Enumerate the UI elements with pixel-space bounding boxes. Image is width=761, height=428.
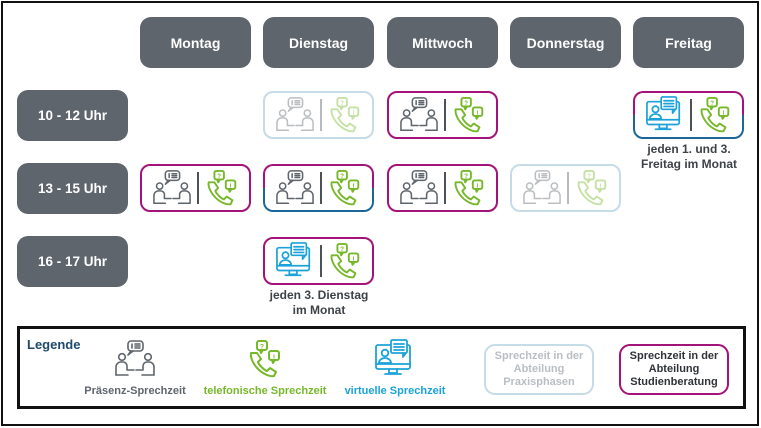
time-label: 10 - 12 Uhr [37, 108, 108, 123]
day-label: Mittwoch [412, 34, 473, 51]
slot-mittwoch-10-12 [387, 91, 498, 139]
time-slot-16-17: 16 - 17 Uhr [17, 236, 128, 287]
time-slot-10-12: 10 - 12 Uhr [17, 90, 128, 141]
phone-icon [696, 96, 734, 134]
legend-praxisphasen: Sprechzeit in der Abteilung Praxisphasen [484, 344, 594, 395]
day-header-freitag: Freitag [633, 17, 744, 68]
praesenz-icon [274, 96, 316, 134]
day-header-dienstag: Dienstag [263, 17, 374, 68]
legend-title: Legende [27, 337, 81, 352]
slot-freitag-10-12 [633, 91, 744, 139]
divider [443, 99, 446, 131]
praesenz-icon [151, 169, 193, 207]
slot-dienstag-13-15 [263, 164, 374, 212]
legend-label: telefonische Sprechzeit [203, 385, 327, 397]
slot-montag-13-15 [140, 164, 251, 212]
note-line: jeden 1. und 3. [647, 142, 731, 156]
legend-virtuell: virtuelle Sprechzeit [335, 339, 455, 397]
phone-icon [203, 169, 241, 207]
virtual-monitor-icon [373, 339, 417, 379]
legend: Legende Präsenz-Sprechzeit telefonische … [17, 326, 746, 409]
phone-icon [450, 96, 488, 134]
divider [319, 99, 322, 131]
slot-donnerstag-13-15 [510, 164, 621, 212]
praesenz-icon [521, 169, 563, 207]
day-label: Dienstag [288, 34, 349, 51]
freitag-note: jeden 1. und 3. Freitag im Monat [633, 142, 745, 172]
day-header-montag: Montag [140, 17, 251, 68]
phone-icon [245, 339, 285, 379]
legend-studienberatung: Sprechzeit in der Abteilung Studienberat… [619, 344, 729, 395]
divider [443, 172, 446, 204]
divider [319, 245, 322, 277]
day-header-mittwoch: Mittwoch [387, 17, 498, 68]
legend-label: Präsenz-Sprechzeit [84, 385, 186, 397]
legend-telefonisch: telefonische Sprechzeit [200, 339, 330, 397]
slot-dienstag-16-17 [263, 237, 374, 285]
divider [566, 172, 569, 204]
time-label: 13 - 15 Uhr [37, 181, 108, 196]
time-slot-13-15: 13 - 15 Uhr [17, 163, 128, 214]
praesenz-icon [274, 169, 316, 207]
praesenz-icon [113, 339, 157, 379]
virtual-monitor-icon [644, 96, 686, 134]
day-label: Montag [170, 34, 221, 51]
note-line: Freitag im Monat [640, 157, 737, 171]
phone-icon [573, 169, 611, 207]
phone-icon [450, 169, 488, 207]
phone-icon [326, 242, 364, 280]
praesenz-icon [398, 96, 440, 134]
note-line: jeden 3. Dienstag [269, 288, 369, 302]
divider [689, 99, 692, 131]
legend-praesenz: Präsenz-Sprechzeit [80, 339, 190, 397]
phone-icon [326, 169, 364, 207]
virtual-monitor-icon [274, 242, 316, 280]
phone-icon [326, 96, 364, 134]
dienstag-note: jeden 3. Dienstag im Monat [250, 288, 388, 318]
note-line: im Monat [292, 303, 346, 317]
slot-dienstag-10-12 [263, 91, 374, 139]
time-label: 16 - 17 Uhr [37, 254, 108, 269]
day-label: Donnerstag [526, 34, 605, 51]
divider [196, 172, 199, 204]
divider [319, 172, 322, 204]
praesenz-icon [398, 169, 440, 207]
slot-mittwoch-13-15 [387, 164, 498, 212]
legend-label: virtuelle Sprechzeit [344, 385, 446, 397]
day-label: Freitag [665, 34, 712, 51]
day-header-donnerstag: Donnerstag [510, 17, 621, 68]
